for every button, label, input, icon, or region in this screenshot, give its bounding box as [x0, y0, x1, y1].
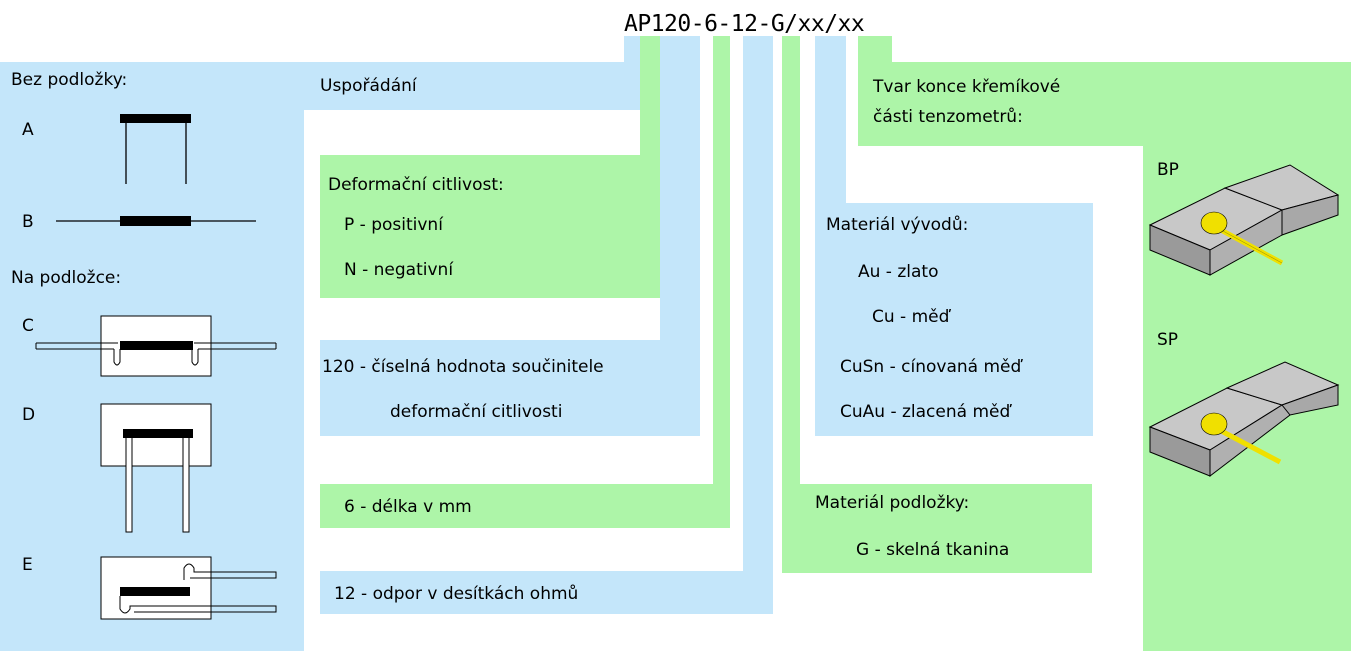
arrangement-title: Uspořádání [320, 76, 417, 96]
connector-12 [743, 36, 773, 614]
tip-shape-column [1143, 62, 1351, 651]
arrangement-band [304, 62, 640, 110]
gauge-factor-line1: 120 - číselná hodnota součinitele [322, 357, 604, 377]
lead-material-cuau: CuAu - zlacená měď [840, 402, 1011, 422]
lead-material-cusn: CuSn - cínovaná měď [840, 357, 1022, 377]
connector-6 [713, 36, 730, 528]
tip-shape-bp-drawing [1148, 164, 1340, 276]
sensitivity-positive: P - positivní [344, 215, 443, 235]
variant-a-label: A [22, 120, 34, 140]
variant-b-label: B [22, 212, 34, 232]
no-substrate-title: Bez podložky: [11, 70, 128, 90]
gauge-factor-box [320, 340, 700, 436]
variant-c-label: C [22, 316, 34, 336]
tip-shape-sp-label: SP [1157, 330, 1179, 350]
variant-c-drawing [35, 315, 277, 377]
gauge-factor-line2: deformační citlivosti [390, 402, 563, 422]
sensitivity-title: Deformační citlivost: [328, 175, 504, 195]
connector-ap [624, 36, 640, 66]
product-code: AP120-6-12-G/xx/xx [624, 11, 865, 37]
length-label: 6 - délka v mm [344, 497, 472, 517]
variant-a-drawing [120, 114, 191, 184]
variant-d-label: D [22, 405, 36, 425]
tip-shape-line1: Tvar konce křemíkové [873, 77, 1061, 97]
resistance-box [320, 571, 773, 614]
variant-e-label: E [22, 555, 33, 575]
sensitivity-negative: N - negativní [344, 260, 454, 280]
substrate-material-g: G - skelná tkanina [856, 540, 1010, 560]
lead-material-box [815, 203, 1093, 436]
lead-material-title: Materiál vývodů: [826, 215, 969, 235]
variant-e-drawing [100, 556, 277, 620]
variant-d-drawing [100, 403, 212, 533]
length-box [320, 484, 730, 528]
tip-shape-line2: části tenzometrů: [873, 107, 1023, 127]
substrate-material-title: Materiál podložky: [815, 493, 970, 513]
lead-material-au: Au - zlato [858, 262, 939, 282]
tip-shape-sp-drawing [1148, 361, 1340, 478]
variant-b-drawing [56, 216, 256, 226]
sensitivity-box [320, 155, 660, 298]
tip-shape-bp-label: BP [1157, 160, 1179, 180]
substrate-material-box [782, 484, 1092, 573]
lead-material-cu: Cu - měď [872, 307, 950, 327]
on-substrate-title: Na podložce: [11, 268, 122, 288]
connector-g [782, 36, 800, 573]
resistance-label: 12 - odpor v desítkách ohmů [334, 584, 579, 604]
